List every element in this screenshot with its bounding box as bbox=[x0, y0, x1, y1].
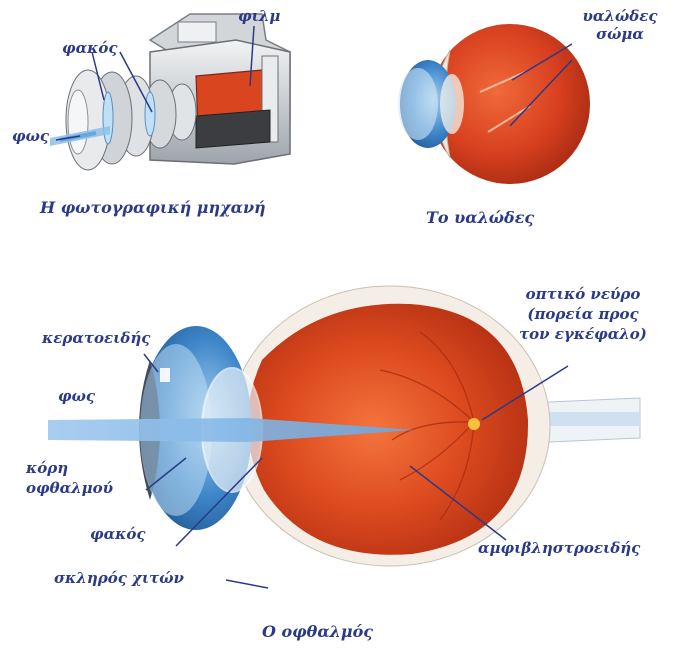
cornea-label: κερατοειδής bbox=[42, 330, 150, 347]
camera-light-label: φως bbox=[12, 128, 49, 145]
camera-base-block bbox=[196, 110, 270, 148]
vitreous-label-line2: σώμα bbox=[560, 26, 680, 43]
vitreous-label-line1: υαλώδες bbox=[560, 8, 680, 25]
optic-disc bbox=[468, 418, 480, 430]
camera-film-label: φιλμ bbox=[238, 8, 280, 25]
camera-lens-label: φακός bbox=[62, 40, 118, 57]
optic-nerve-label-line1: οπτικό νεύρο bbox=[490, 286, 676, 303]
sclera-label: σκληρός χιτών bbox=[54, 570, 184, 587]
retina-label: αμφιβληστροειδής bbox=[478, 540, 640, 557]
vitreous-illustration bbox=[398, 24, 590, 184]
optic-nerve-label-line3: τον εγκέφαλο) bbox=[490, 326, 676, 343]
camera-prism-window bbox=[178, 22, 216, 42]
pupil-label-line2: οφθαλμού bbox=[26, 480, 113, 497]
cornea-highlight bbox=[160, 368, 170, 382]
eye-caption: Ο οφθαλμός bbox=[262, 622, 373, 641]
optic-nerve-label-line2: (πορεία προς bbox=[490, 306, 676, 323]
vitreous-caption: Το υαλώδες bbox=[426, 208, 534, 227]
camera-illustration bbox=[50, 14, 290, 170]
vitreous-lens bbox=[440, 74, 464, 134]
camera-caption: Η φωτογραφική μηχανή bbox=[40, 198, 266, 217]
vitreous-cornea-bulge bbox=[398, 68, 438, 140]
pupil-label-line1: κόρη bbox=[26, 460, 68, 477]
eye-light-label: φως bbox=[58, 388, 95, 405]
eye-lens-label: φακός bbox=[90, 526, 146, 543]
